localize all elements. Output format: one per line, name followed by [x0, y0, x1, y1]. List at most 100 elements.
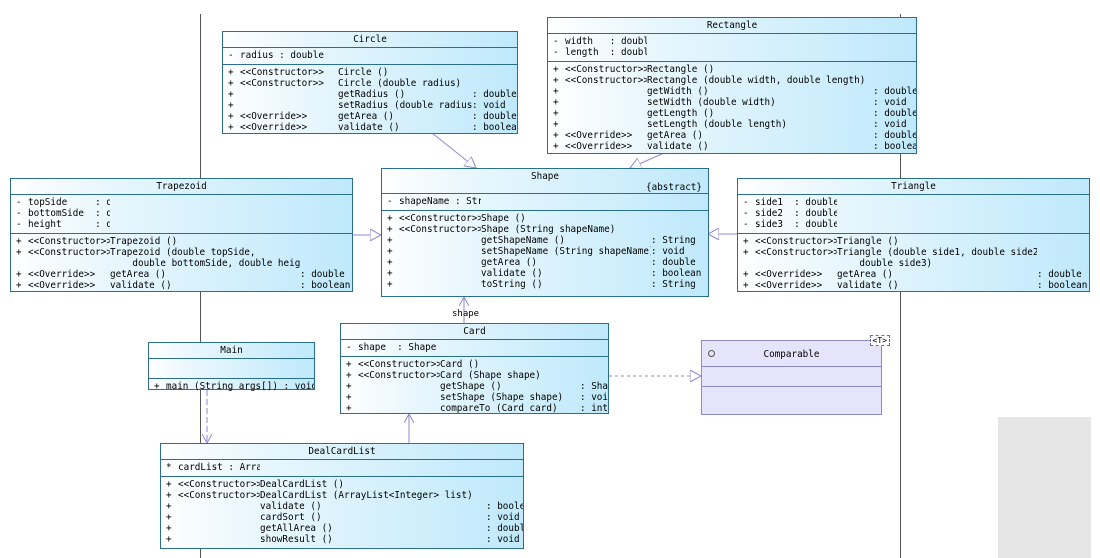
member-stereotype: [240, 89, 338, 100]
member-signature: double side3): [837, 258, 933, 269]
member-type: [1037, 219, 1089, 230]
member-signature: Triangle (double side1, double side2,: [837, 247, 1037, 258]
member-stereotype: <<Constructor>>: [358, 359, 440, 370]
member-visibility: +: [166, 534, 172, 545]
member-type: [651, 224, 708, 235]
member-stereotype: <<Constructor>>: [28, 247, 110, 258]
operations-compartment: +<<Constructor>>Rectangle ()+<<Construct…: [548, 61, 916, 155]
member-stereotype: <<Override>>: [565, 130, 633, 141]
member-type: [472, 78, 517, 89]
class-card[interactable]: Card -shape : Shape +<<Constructor>>Card…: [340, 323, 609, 414]
member-visibility: +: [553, 97, 559, 108]
member-stereotype: [358, 403, 440, 414]
operation-row: +<<Override>>validate (): boolean: [738, 280, 1089, 291]
operation-row: +setRadius (double radius): void: [223, 100, 517, 111]
member-stereotype: [565, 97, 647, 108]
class-shape[interactable]: Shape {abstract} -shapeName : String +<<…: [381, 168, 709, 297]
member-type: : void: [873, 119, 907, 130]
class-trapezoid[interactable]: Trapezoid -topSide : double-bottomSide :…: [10, 178, 353, 292]
operation-row: +<<Override>>getArea (): double: [548, 130, 916, 141]
member-visibility: +: [346, 381, 352, 392]
class-triangle[interactable]: Triangle -side1 : double-side2 : double-…: [737, 178, 1090, 292]
class-name: Card: [463, 326, 486, 337]
member-type: [1037, 247, 1089, 258]
operations-compartment: [702, 386, 881, 406]
operation-row: +getShape (): Shape: [341, 381, 608, 392]
member-signature: getArea (): [338, 111, 394, 122]
class-name: Trapezoid: [156, 181, 207, 192]
member-type: [300, 236, 352, 247]
member-signature: getRadius (): [338, 89, 406, 100]
class-dealcardlist[interactable]: DealCardList *cardList : ArrayList<Card>…: [160, 443, 524, 549]
member-stereotype: <<Constructor>>: [178, 490, 260, 501]
member-signature: setShape (Shape shape): [440, 392, 564, 403]
attribute-row: -side2 : double: [738, 208, 1089, 219]
member-visibility: [16, 258, 28, 269]
class-circle[interactable]: Circle -radius : double +<<Constructor>>…: [222, 31, 518, 134]
member-signature: Rectangle (): [647, 64, 715, 75]
member-visibility: +: [743, 280, 749, 291]
attributes-compartment: -width : double-length : double: [548, 33, 916, 61]
operation-row: +getWidth (): double: [548, 86, 916, 97]
member-visibility: +: [166, 490, 172, 501]
member-signature: DealCardList (): [260, 479, 344, 490]
class-name: Shape: [531, 171, 559, 182]
member-signature: double bottomSide, double height): [110, 258, 300, 269]
member-signature: showResult (): [260, 534, 333, 545]
operation-row: +<<Override>>getArea (): double: [223, 111, 517, 122]
member-visibility: +: [346, 392, 352, 403]
class-rectangle[interactable]: Rectangle -width : double-length : doubl…: [547, 17, 917, 154]
member-stereotype: <<Override>>: [240, 122, 308, 133]
operation-row: + <<Constructor>>Shape (): [382, 213, 708, 224]
class-main[interactable]: Main +main (String args[]) : void: [148, 342, 315, 392]
member-type: : double: [472, 111, 517, 122]
member-visibility: +: [16, 236, 22, 247]
member-visibility: +: [387, 246, 393, 257]
attribute-row: -shapeName : String: [382, 196, 708, 207]
member-signature: [481, 196, 651, 207]
member-type: [472, 67, 517, 78]
member-signature: [647, 47, 873, 58]
member-signature: [338, 50, 472, 61]
member-stereotype: [399, 235, 481, 246]
attribute-row: -shape : Shape: [341, 342, 608, 353]
member-stereotype: <<Override>>: [28, 280, 96, 291]
member-signature: toString (): [481, 279, 543, 290]
member-visibility: +: [387, 213, 393, 224]
attribute-row: -side3 : double: [738, 219, 1089, 230]
member-visibility: +: [553, 130, 559, 141]
operation-row: +<<Constructor>>Rectangle (double width,…: [548, 75, 916, 86]
member-type: : boolean: [300, 280, 351, 291]
interface-comparable[interactable]: <T> Comparable: [701, 335, 890, 415]
operation-row: double bottomSide, double height): [11, 258, 352, 269]
member-signature: main (String args[]) : void: [166, 381, 314, 392]
attribute-row: -radius : double: [223, 50, 517, 61]
member-type: [300, 219, 352, 230]
member-signature: validate (): [647, 141, 709, 152]
operation-row: +getAllArea (): double: [161, 523, 523, 534]
member-signature: setRadius (double radius): [338, 100, 472, 111]
member-signature: Circle (): [338, 67, 389, 78]
member-type: : int: [580, 403, 608, 414]
member-visibility: *: [166, 462, 172, 473]
member-visibility: +: [553, 64, 559, 75]
operation-row: +<<Override>>getArea (): double: [738, 269, 1089, 280]
member-signature: [260, 462, 486, 473]
member-visibility: +: [228, 78, 234, 89]
member-type: [1037, 236, 1089, 247]
member-signature: getWidth (): [647, 86, 709, 97]
member-type: : void: [580, 392, 608, 403]
member-visibility: +: [553, 75, 559, 86]
member-stereotype: <<Constructor>>: [399, 213, 481, 224]
member-signature: Shape (): [481, 213, 526, 224]
member-visibility: +: [553, 108, 559, 119]
operations-compartment: +<<Constructor>>DealCardList ()+<<Constr…: [161, 476, 523, 548]
member-signature: [837, 219, 1037, 230]
operation-row: +<<Override>>getArea (): double: [11, 269, 352, 280]
member-stereotype: [28, 258, 110, 269]
member-type: [1037, 197, 1089, 208]
member-visibility: +: [228, 67, 234, 78]
member-stereotype: length : double: [565, 47, 647, 58]
attributes-compartment: *cardList : ArrayList<Card> = new ArrayL…: [161, 459, 523, 476]
member-signature: Circle (double radius): [338, 78, 462, 89]
